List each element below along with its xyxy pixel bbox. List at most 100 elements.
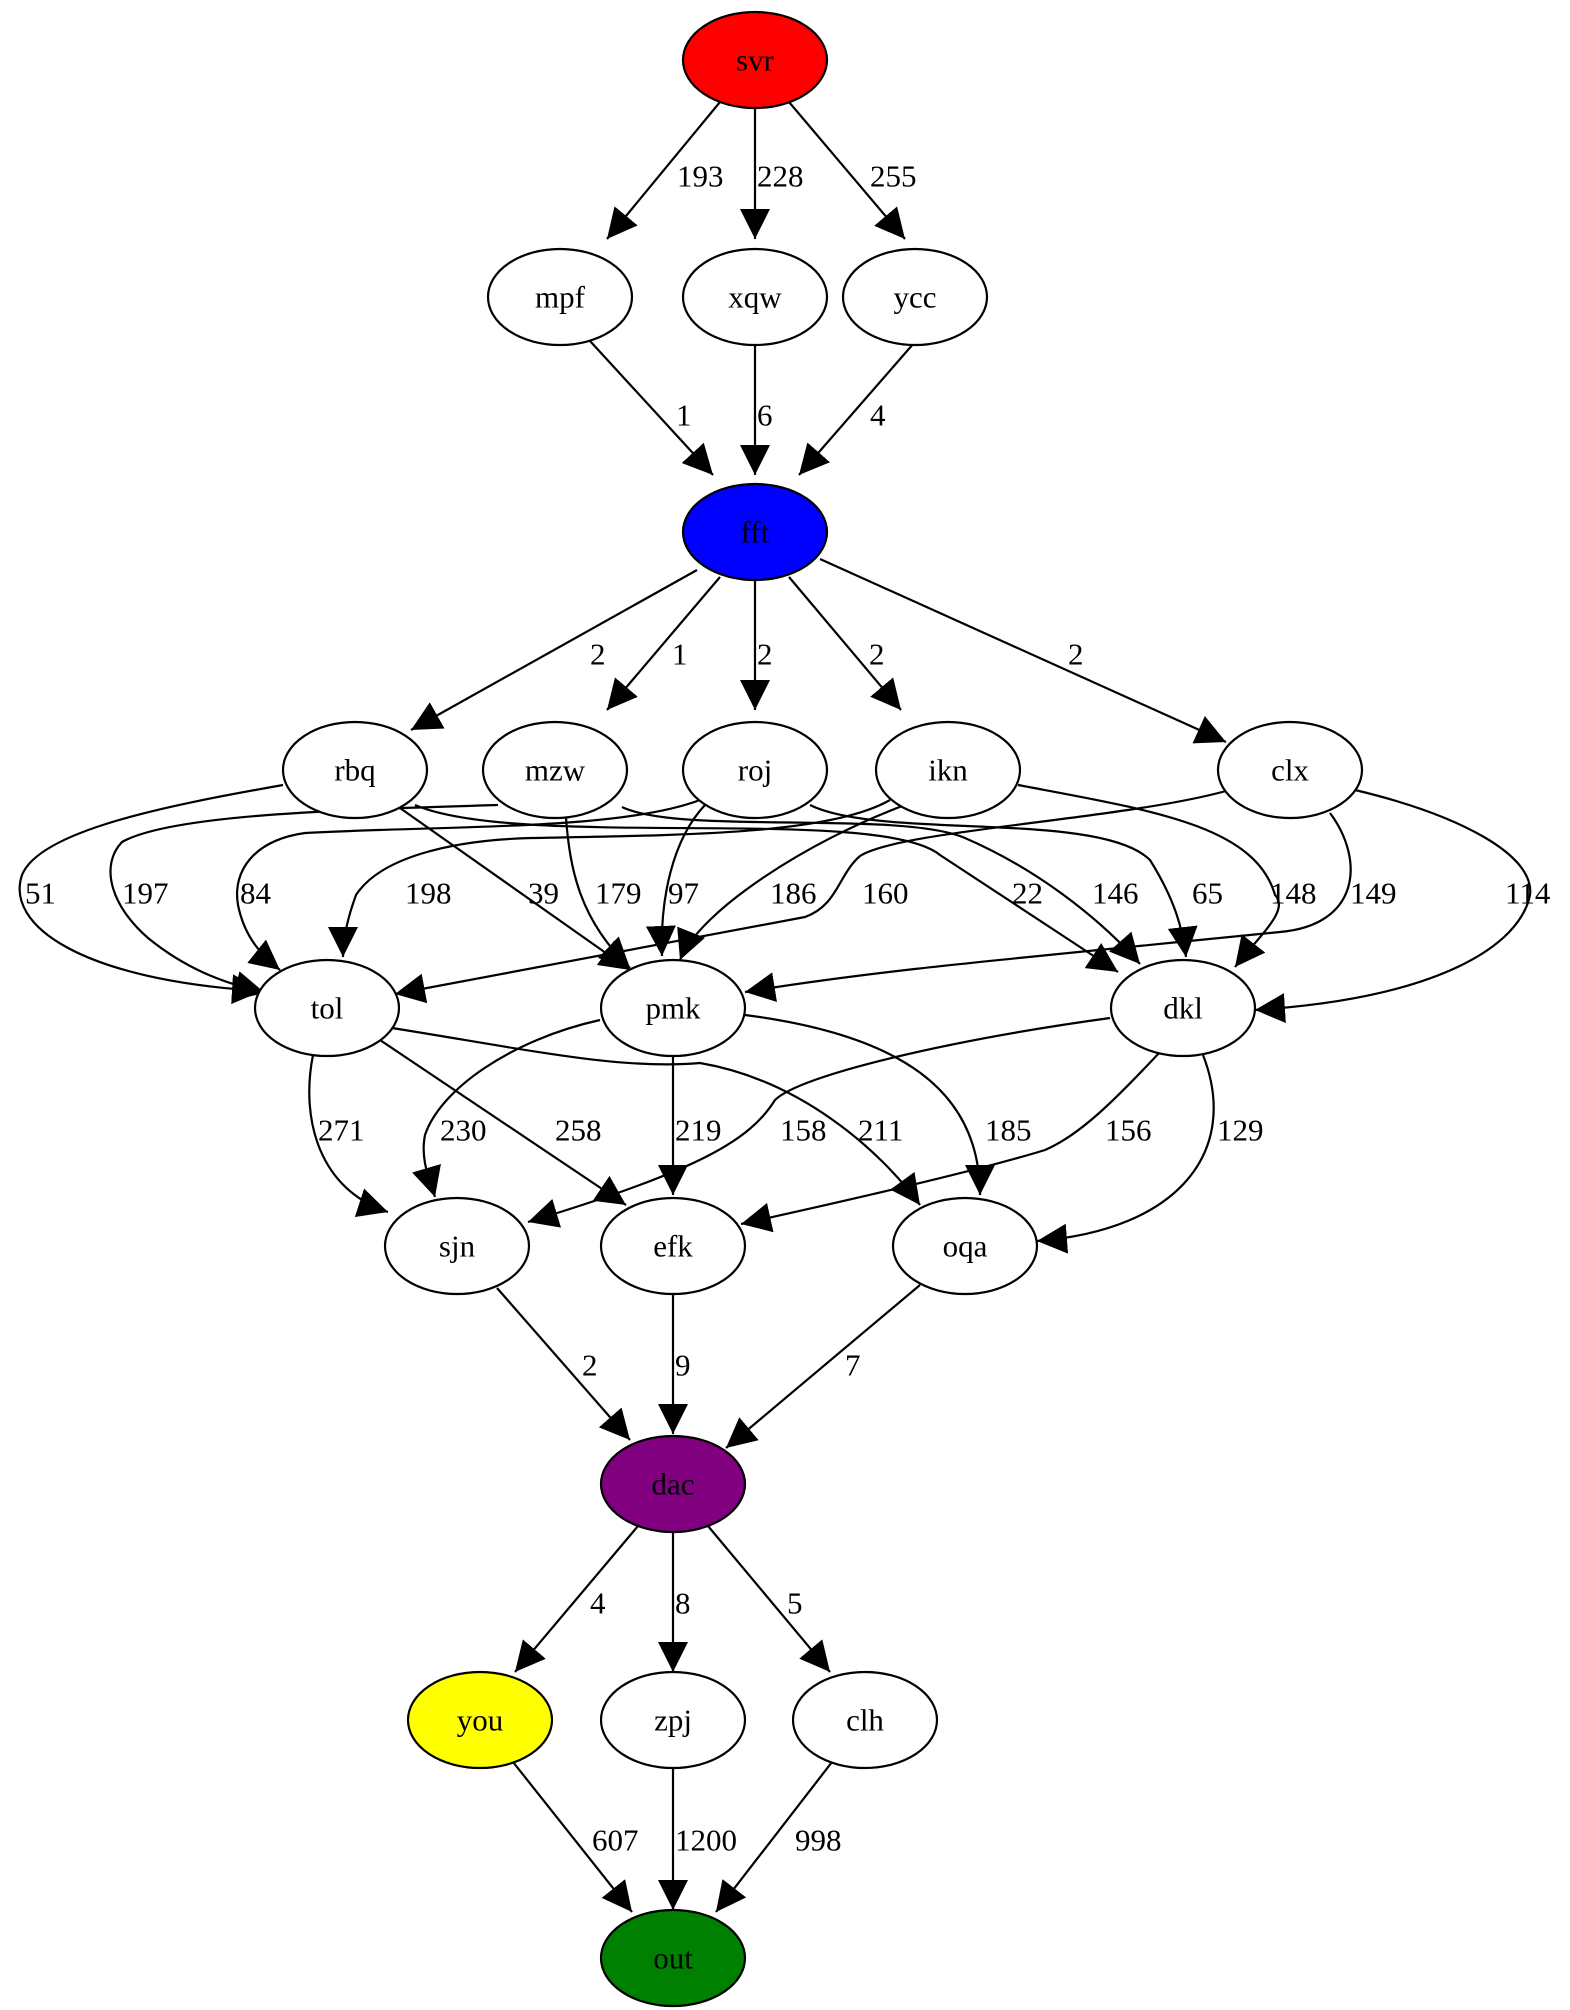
- node-shape: [406, 1670, 554, 1770]
- edge-fft-to-ikn: 2: [788, 576, 902, 711]
- edge-line: [788, 576, 902, 711]
- edge-weight-label: 84: [240, 876, 272, 911]
- edge-line: [621, 806, 1141, 965]
- edge-weight-label: 9: [675, 1348, 691, 1383]
- edge-you-to-out: 607: [512, 1761, 639, 1913]
- edge-line: [328, 799, 891, 958]
- node-label: oqa: [943, 1229, 988, 1264]
- node-shape: [681, 482, 829, 582]
- edge-line: [512, 1761, 633, 1913]
- node-label: you: [457, 1703, 504, 1738]
- edge-line: [809, 804, 1198, 958]
- edge-line: [18, 783, 284, 1005]
- edge-zpj-to-out: 1200: [658, 1768, 737, 1910]
- edge-weight-label: 193: [677, 159, 724, 194]
- edge-weight-label: 39: [528, 876, 559, 911]
- edge-ikn-to-dkl: 148: [1017, 783, 1317, 968]
- node-label: clx: [1271, 753, 1309, 788]
- edge-svr-to-xqw: 228: [740, 108, 804, 239]
- node-label: sjn: [439, 1229, 476, 1264]
- edge-weight-label: 22: [1012, 876, 1043, 911]
- node-label: pmk: [645, 991, 701, 1026]
- edge-weight-label: 2: [1068, 637, 1084, 672]
- edge-line: [394, 789, 1227, 1004]
- edge-dac-to-zpj: 8: [658, 1532, 691, 1672]
- node-shape: [486, 247, 634, 347]
- edge-line: [798, 342, 915, 476]
- edge-pmk-to-efk: 219: [658, 1056, 722, 1195]
- edge-weight-label: 186: [770, 876, 817, 911]
- edge-line: [308, 1054, 389, 1218]
- node-shape: [681, 10, 829, 110]
- edge-weight-label: 1: [676, 398, 692, 433]
- edge-line: [606, 101, 721, 240]
- edge-line: [1254, 788, 1532, 1024]
- edge-line: [715, 1761, 833, 1913]
- edge-line: [391, 1026, 921, 1206]
- edge-dkl-to-oqa: 129: [1036, 1054, 1264, 1254]
- node-svr: svr: [681, 10, 829, 110]
- edge-weight-label: 998: [795, 1823, 842, 1858]
- edge-line: [410, 569, 698, 731]
- edge-xqw-to-fft: 6: [740, 345, 773, 475]
- edge-weight-label: 198: [405, 876, 452, 911]
- edge-line: [788, 101, 906, 240]
- edge-line: [744, 812, 1352, 1002]
- node-roj: roj: [681, 720, 829, 820]
- edge-pmk-to-oqa: 185: [744, 1013, 1032, 1196]
- node-tol: tol: [253, 958, 401, 1058]
- edge-line: [527, 1016, 1111, 1228]
- edge-weight-label: 5: [787, 1586, 803, 1621]
- edge-weight-label: 219: [675, 1113, 722, 1148]
- node-shape: [841, 247, 989, 347]
- edge-line: [819, 557, 1227, 744]
- node-shape: [1216, 720, 1364, 820]
- edge-line: [740, 1051, 1161, 1233]
- edge-weight-label: 258: [555, 1113, 602, 1148]
- edge-line: [1017, 783, 1281, 968]
- node-shape: [253, 958, 401, 1058]
- edge-weight-label: 156: [1105, 1113, 1152, 1148]
- edge-roj-to-dkl: 65: [809, 804, 1223, 958]
- edge-weight-label: 197: [122, 876, 169, 911]
- node-shape: [383, 1196, 531, 1296]
- edge-oqa-to-dac: 7: [725, 1284, 921, 1449]
- edge-dac-to-clh: 5: [707, 1525, 831, 1673]
- edge-weight-label: 271: [318, 1113, 365, 1148]
- edge-weight-label: 146: [1092, 876, 1139, 911]
- node-label: fft: [741, 515, 770, 550]
- edge-ycc-to-fft: 4: [798, 342, 915, 476]
- node-dkl: dkl: [1109, 958, 1257, 1058]
- edge-line: [514, 1525, 639, 1673]
- node-clh: clh: [791, 1670, 939, 1770]
- edge-svr-to-mpf: 193: [606, 101, 724, 240]
- edge-weight-label: 4: [870, 398, 886, 433]
- edge-weight-label: 230: [440, 1113, 487, 1148]
- edge-weight-label: 6: [757, 398, 773, 433]
- node-shape: [599, 1670, 747, 1770]
- node-pmk: pmk: [599, 958, 747, 1058]
- node-efk: efk: [599, 1196, 747, 1296]
- edge-line: [606, 576, 721, 711]
- node-mpf: mpf: [486, 247, 634, 347]
- edge-line: [236, 798, 701, 971]
- node-shape: [681, 247, 829, 347]
- edge-weight-label: 65: [1192, 876, 1223, 911]
- edge-efk-to-dac: 9: [658, 1294, 691, 1434]
- node-label: dac: [651, 1467, 694, 1502]
- edge-rbq-to-tol: 51: [18, 783, 284, 1005]
- node-shape: [891, 1196, 1039, 1296]
- node-label: efk: [653, 1229, 693, 1264]
- edge-weight-label: 7: [845, 1348, 861, 1383]
- edge-fft-to-clx: 2: [819, 557, 1227, 744]
- node-shape: [481, 720, 629, 820]
- edge-dkl-to-sjn: 158: [527, 1016, 1111, 1228]
- node-clx: clx: [1216, 720, 1364, 820]
- edge-clh-to-out: 998: [715, 1761, 842, 1913]
- edge-mzw-to-dkl: 146: [621, 806, 1141, 965]
- edge-weight-label: 129: [1217, 1113, 1264, 1148]
- edge-weight-label: 160: [862, 876, 909, 911]
- edge-line: [496, 1287, 631, 1441]
- edge-rbq-to-dkl: 22: [414, 803, 1119, 973]
- node-label: ycc: [893, 280, 936, 315]
